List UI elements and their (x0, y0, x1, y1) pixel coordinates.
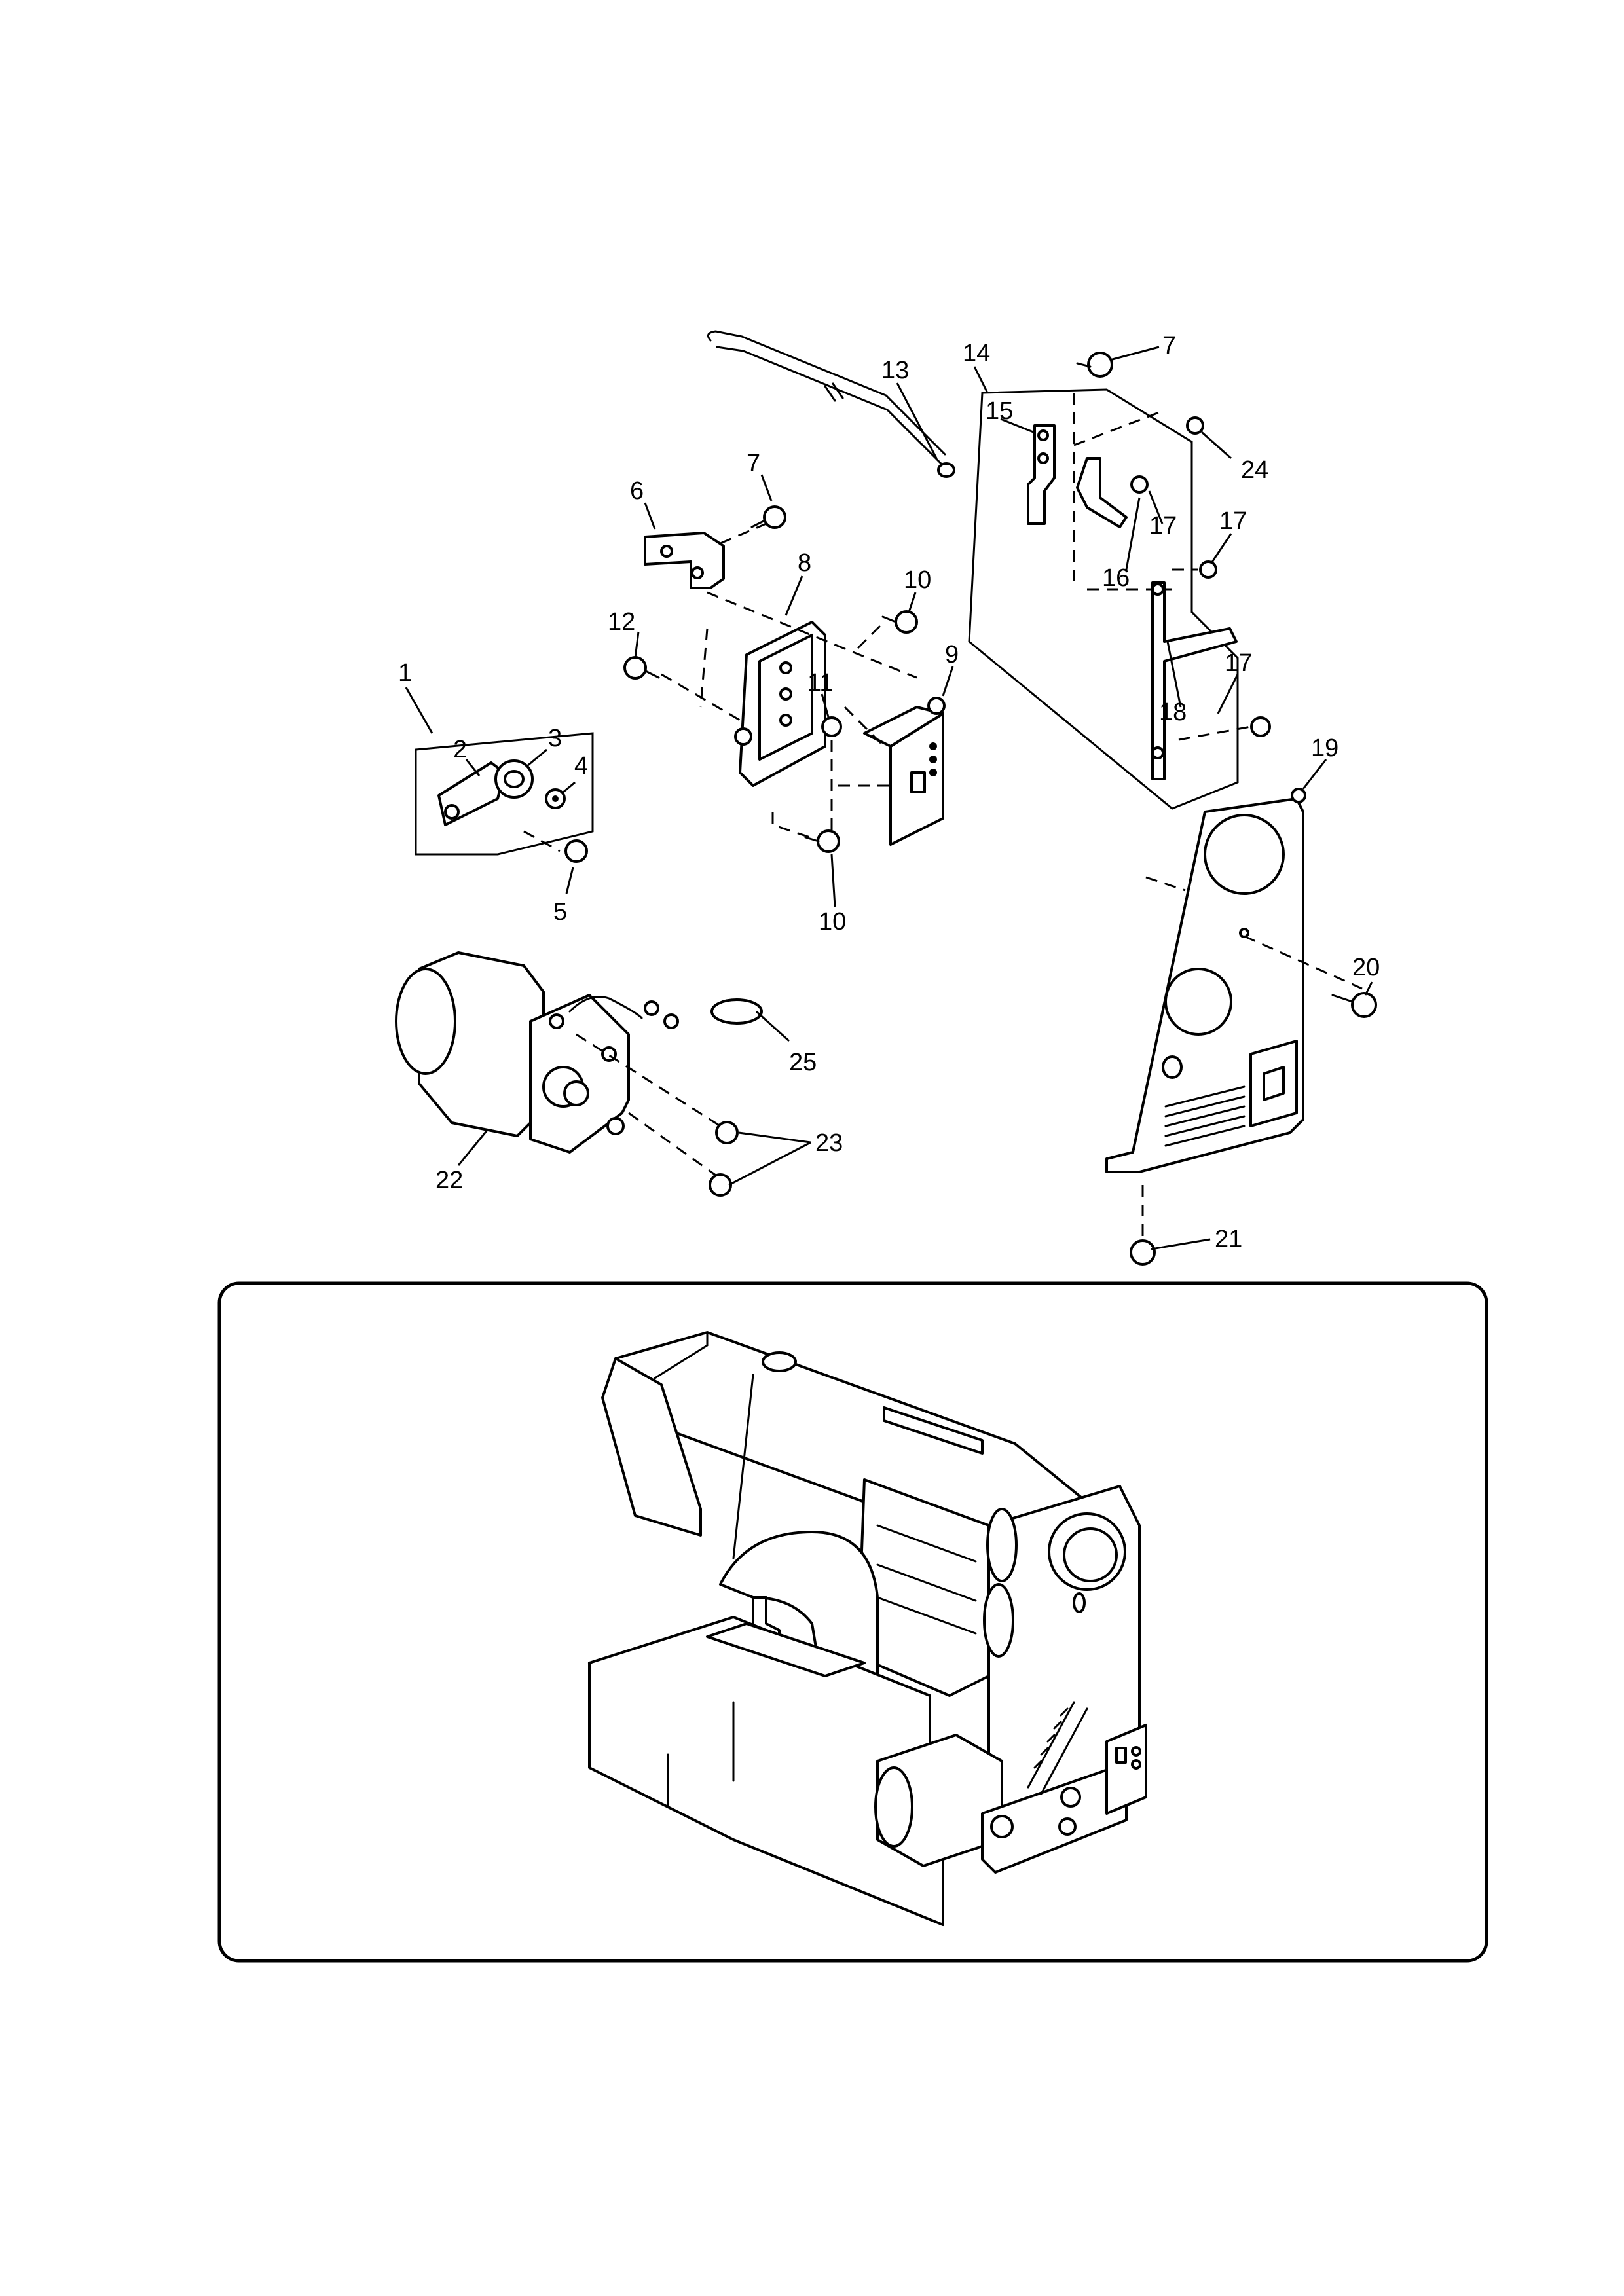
part-14-group (968, 352, 1271, 810)
label-17a: 17 (1149, 512, 1177, 539)
label-4: 4 (574, 752, 588, 780)
sewing-machine-overview (588, 1331, 1147, 1926)
label-7b: 7 (1162, 332, 1176, 359)
label-9: 9 (945, 641, 959, 668)
label-14: 14 (963, 340, 990, 367)
part-13-rod (707, 330, 955, 478)
label-13: 13 (881, 357, 909, 384)
label-2: 2 (453, 736, 467, 763)
label-8: 8 (798, 549, 811, 577)
leader-lines (405, 346, 1373, 1250)
label-24: 24 (1241, 456, 1268, 484)
label-11: 11 (807, 669, 833, 697)
part-9-switch-box (863, 697, 946, 846)
part-labels: 1 2 3 4 5 6 7 7 8 9 10 10 11 12 13 14 15… (398, 332, 1380, 1253)
label-20: 20 (1352, 954, 1380, 981)
label-25: 25 (789, 1049, 817, 1076)
label-12: 12 (608, 608, 635, 636)
label-18: 18 (1159, 699, 1187, 726)
label-10b: 10 (819, 908, 846, 936)
part-1-group (415, 732, 594, 863)
part-19-side-panel (1105, 788, 1377, 1266)
switch-screws (623, 591, 918, 853)
label-17b: 17 (1219, 507, 1247, 535)
label-7a: 7 (747, 450, 760, 477)
label-17c: 17 (1225, 649, 1252, 677)
part-6-bracket (644, 505, 786, 589)
label-19: 19 (1311, 735, 1338, 762)
label-23: 23 (815, 1129, 843, 1157)
label-6: 6 (630, 477, 644, 505)
label-15: 15 (986, 397, 1013, 425)
part-8-switch-plate (734, 621, 826, 787)
label-22: 22 (435, 1167, 463, 1194)
label-21: 21 (1215, 1226, 1242, 1253)
label-1: 1 (398, 659, 412, 687)
label-10a: 10 (904, 566, 931, 594)
label-3: 3 (548, 725, 562, 752)
label-16: 16 (1102, 564, 1130, 592)
inset-frame (217, 1281, 1488, 1963)
label-5: 5 (553, 898, 567, 926)
part-22-motor (395, 951, 763, 1197)
